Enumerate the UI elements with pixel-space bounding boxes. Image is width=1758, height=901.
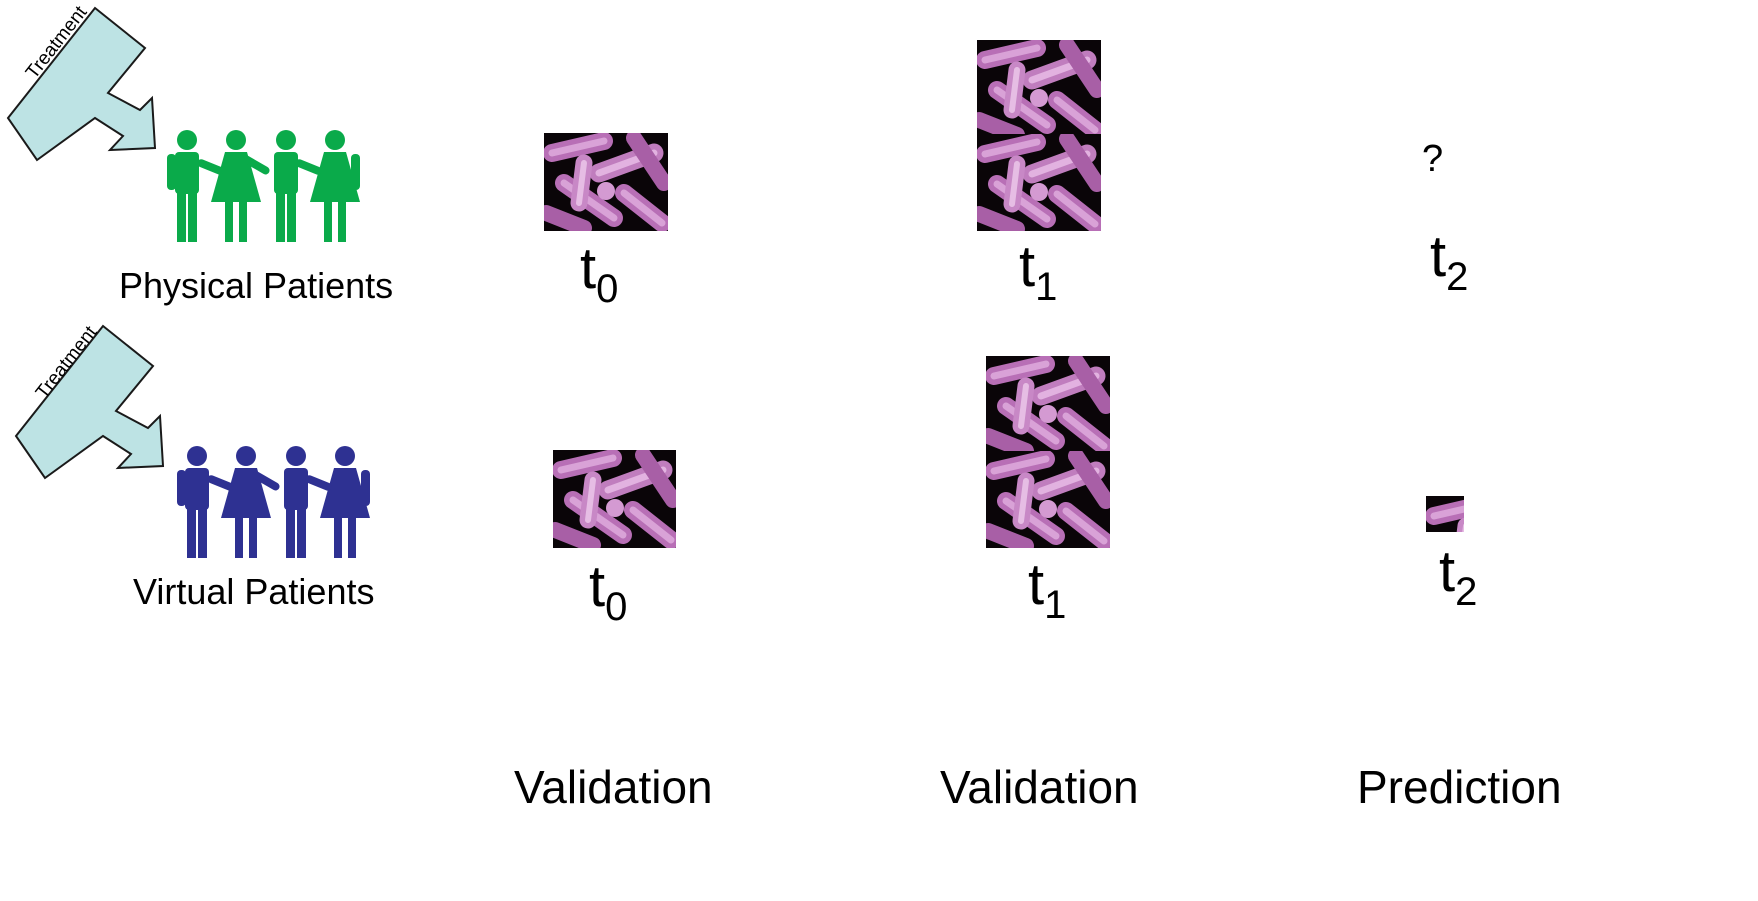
time-base: t <box>1028 552 1045 617</box>
column-label-validation-t0: Validation <box>514 761 713 813</box>
time-base: t <box>1019 234 1036 299</box>
virtual-patients-label: Virtual Patients <box>133 571 375 612</box>
bacteria-image-t1-physical-bottom <box>977 134 1101 231</box>
bacteria-image-t0-virtual <box>553 450 676 548</box>
time-base: t <box>580 236 597 301</box>
time-subscript: 2 <box>1455 570 1478 614</box>
time-label-t2-virtual: t2 <box>1439 543 1478 614</box>
bacteria-image-t1-virtual-top <box>986 356 1110 452</box>
time-subscript: 2 <box>1446 255 1469 299</box>
time-base: t <box>1430 224 1447 289</box>
treatment-arrow: Treatment <box>0 0 170 165</box>
time-subscript: 0 <box>596 267 619 311</box>
bacteria-image-t0-physical <box>544 133 668 231</box>
time-label-t2-physical: t2 <box>1430 228 1469 299</box>
bacteria-image-t2-virtual <box>1426 496 1464 532</box>
virtual-patients-icon <box>175 446 375 561</box>
time-base: t <box>1439 539 1456 604</box>
physical-patients-icon <box>165 130 365 245</box>
time-label-t0-physical: t0 <box>580 240 619 311</box>
time-subscript: 0 <box>605 585 628 629</box>
bacteria-image-t1-physical-top <box>977 40 1101 136</box>
column-label-prediction-t2: Prediction <box>1357 761 1562 813</box>
bacteria-image-t1-virtual-bottom <box>986 451 1110 548</box>
time-label-t1-physical: t1 <box>1019 238 1058 309</box>
treatment-arrow: Treatment <box>8 318 178 483</box>
unknown-outcome-marker: ? <box>1422 138 1444 180</box>
time-label-t1-virtual: t1 <box>1028 556 1067 627</box>
time-subscript: 1 <box>1044 583 1067 627</box>
time-label-t0-virtual: t0 <box>589 558 628 629</box>
column-label-validation-t1: Validation <box>940 761 1139 813</box>
physical-patients-label: Physical Patients <box>119 265 394 306</box>
time-base: t <box>589 554 606 619</box>
time-subscript: 1 <box>1035 265 1058 309</box>
